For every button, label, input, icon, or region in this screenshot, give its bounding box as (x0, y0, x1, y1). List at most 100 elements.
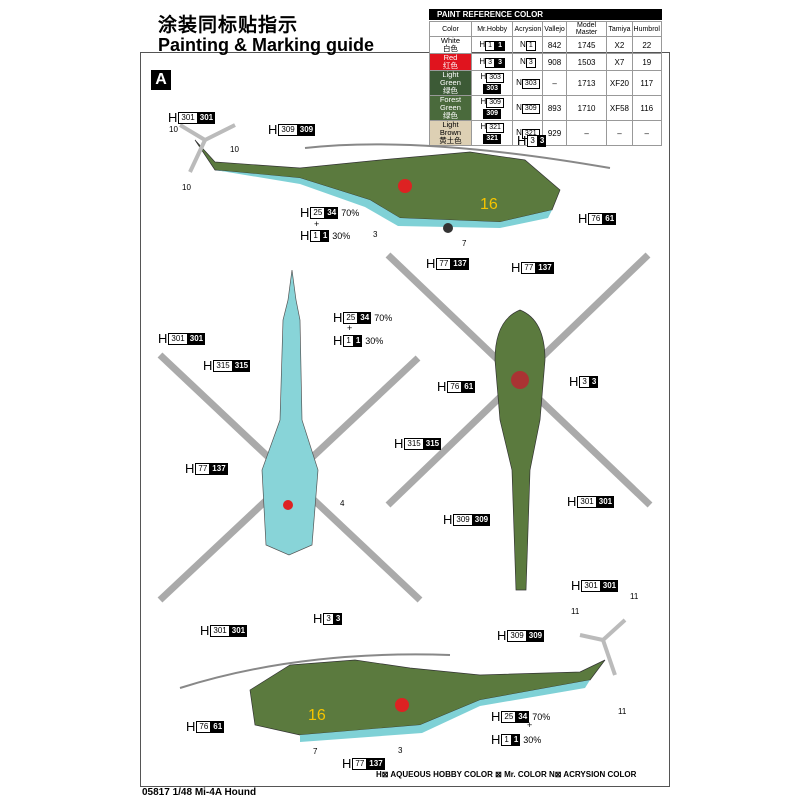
prefix: H (480, 122, 487, 131)
color-name-en: Light Green (440, 70, 461, 87)
prefix: H (186, 719, 196, 734)
mix-percent: 70% (341, 207, 360, 218)
prefix: H (203, 358, 213, 373)
code-box: 1 (485, 40, 496, 51)
code-box-dark: 309 (526, 629, 545, 642)
tail-rotor-icon (579, 618, 627, 676)
code-box-dark: 3 (589, 375, 599, 388)
code-box: 77 (436, 257, 452, 270)
code-box: 301 (577, 495, 597, 508)
side-view-right (179, 618, 627, 742)
code-box-dark: 301 (600, 579, 619, 592)
code-box: 309 (453, 513, 473, 526)
code-box-dark: 321 (483, 134, 502, 144)
code-box: 3 (485, 57, 496, 68)
code-box: 25 (310, 206, 326, 219)
prefix: H (491, 709, 501, 724)
decal-number: 11 (630, 592, 639, 601)
mix-percent: 30% (332, 230, 351, 241)
title-chinese: 涂装同标贴指示 (158, 15, 299, 36)
prefix: H (571, 578, 581, 593)
color-name-cn: 红色 (442, 61, 458, 70)
color-name-en: Red (443, 53, 458, 62)
code-box: 315 (404, 437, 424, 450)
code-box: 1 (343, 334, 354, 347)
code-box: 315 (213, 359, 233, 372)
code-box: 303 (521, 78, 540, 89)
code-box: 309 (507, 629, 527, 642)
prefix: H (569, 374, 579, 389)
prefix: H (567, 494, 577, 509)
code-box-dark: 309 (472, 513, 491, 526)
mix-percent: 30% (523, 734, 542, 745)
decal-number: 11 (571, 607, 580, 616)
prefix: H (300, 228, 310, 243)
mix-percent: 70% (374, 312, 393, 323)
tamiya-code: XF20 (606, 70, 633, 96)
code-box-dark: 301 (187, 332, 206, 345)
decal-number: 7 (462, 239, 467, 248)
code-box-dark: 1 (353, 334, 363, 347)
color-name-cn: 绿色 (442, 111, 458, 120)
code-box: 76 (196, 720, 212, 733)
paint-table-heading: PAINT REFERENCE COLOR (429, 9, 662, 20)
code-box: 76 (447, 380, 463, 393)
decal-number: 7 (313, 747, 318, 756)
decal-number: 10 (182, 183, 191, 192)
kit-footer: 05817 1/48 Mi-4A Hound (142, 787, 257, 798)
prefix: H (517, 133, 527, 148)
color-name-en: White (440, 36, 461, 45)
decal-number: 10 (169, 125, 178, 134)
code-box-dark: 137 (536, 261, 554, 274)
code-box-dark: 34 (325, 206, 339, 219)
prefix: H (480, 97, 487, 106)
color-name-en: Light Brown (439, 120, 462, 137)
humbrol-code: 116 (631, 95, 663, 121)
decal-number: 4 (340, 499, 345, 508)
color-name-cn: 白色 (442, 44, 458, 53)
tail-rotor-icon (178, 123, 236, 173)
decal-number: 10 (230, 145, 239, 154)
code-box: 309 (278, 123, 298, 136)
code-box: 77 (521, 261, 537, 274)
code-box-dark: 34 (358, 311, 372, 324)
decal-number: 3 (398, 746, 403, 755)
vallejo-code: 893 (542, 95, 567, 121)
section-badge: A (151, 70, 171, 90)
code-box-dark: 137 (367, 757, 385, 770)
code-box-dark: 61 (462, 380, 476, 393)
code-box-dark: 301 (197, 111, 216, 124)
color-legend: H⊠ AQUEOUS HOBBY COLOR ⊠ Mr. COLOR N⊠ AC… (376, 770, 637, 779)
prefix: H (491, 732, 501, 747)
code-box: 25 (501, 710, 517, 723)
prefix: H (200, 623, 210, 638)
code-box-dark: 34 (516, 710, 530, 723)
code-box-dark: 301 (596, 495, 615, 508)
prefix: H (497, 628, 507, 643)
code-box: 1 (310, 229, 321, 242)
code-box: 25 (343, 311, 359, 324)
code-box-dark: 1 (511, 733, 521, 746)
prefix: H (268, 122, 278, 137)
prefix: H (479, 39, 486, 49)
prefix: H (300, 205, 310, 220)
prefix: H (479, 56, 486, 66)
model-master-code: 1713 (565, 70, 608, 96)
